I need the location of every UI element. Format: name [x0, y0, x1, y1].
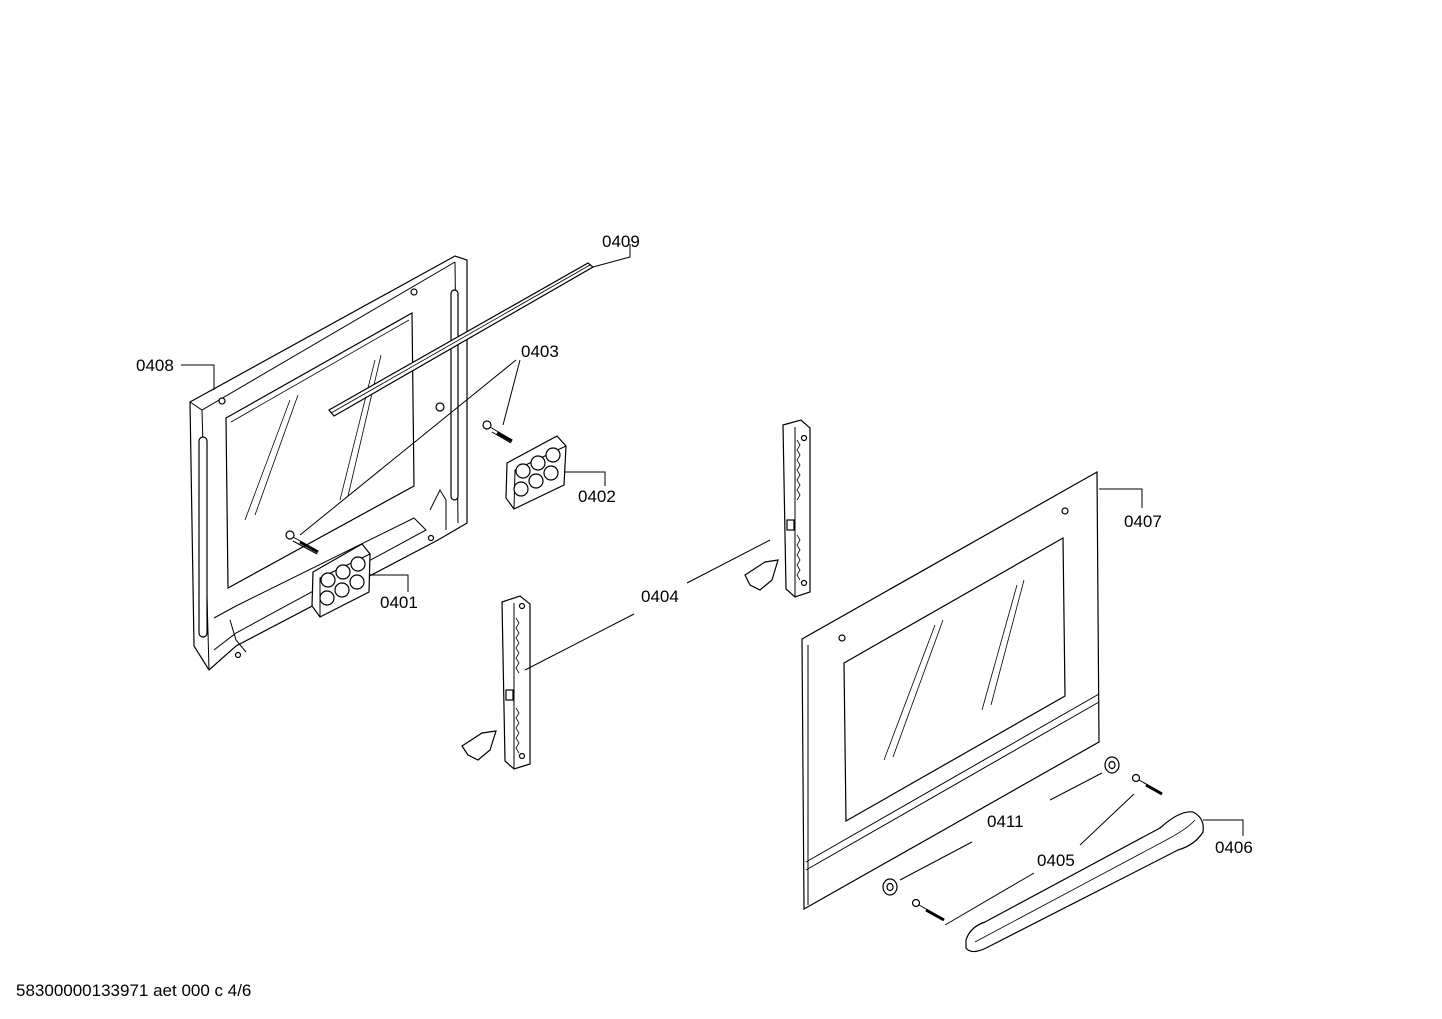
callout-0402: 0402 — [578, 487, 616, 506]
part-0408-inner-door-frame — [189, 255, 468, 671]
callout-0408: 0408 — [136, 356, 174, 375]
document-code: 58300000133971 aet 000 c 4/6 — [16, 981, 252, 1000]
part-0405-screw-right — [1131, 773, 1163, 796]
callout-0406: 0406 — [1215, 838, 1253, 857]
part-0404-hinge-lower — [461, 595, 531, 770]
part-0407-outer-door-glass — [801, 470, 1100, 911]
callout-0407: 0407 — [1124, 512, 1162, 531]
leader-lines — [181, 244, 1244, 926]
callout-0404: 0404 — [641, 587, 679, 606]
part-0403-screw-upper — [482, 420, 513, 444]
part-0411-spacer-right — [1104, 756, 1120, 774]
callout-0409: 0409 — [602, 232, 640, 251]
callout-0401: 0401 — [380, 593, 418, 612]
callout-0403: 0403 — [521, 342, 559, 361]
part-0405-screw-left — [911, 898, 945, 922]
part-0401-hinge-plate — [311, 543, 371, 618]
part-0403-screw-lower — [285, 530, 319, 555]
part-0411-spacer-left — [882, 878, 898, 896]
part-0402-hinge-plate — [505, 435, 567, 510]
callout-0411: 0411 — [987, 812, 1024, 831]
part-0406-door-handle — [965, 811, 1204, 953]
callout-0405: 0405 — [1037, 851, 1075, 870]
part-0404-hinge-upper — [744, 419, 811, 598]
